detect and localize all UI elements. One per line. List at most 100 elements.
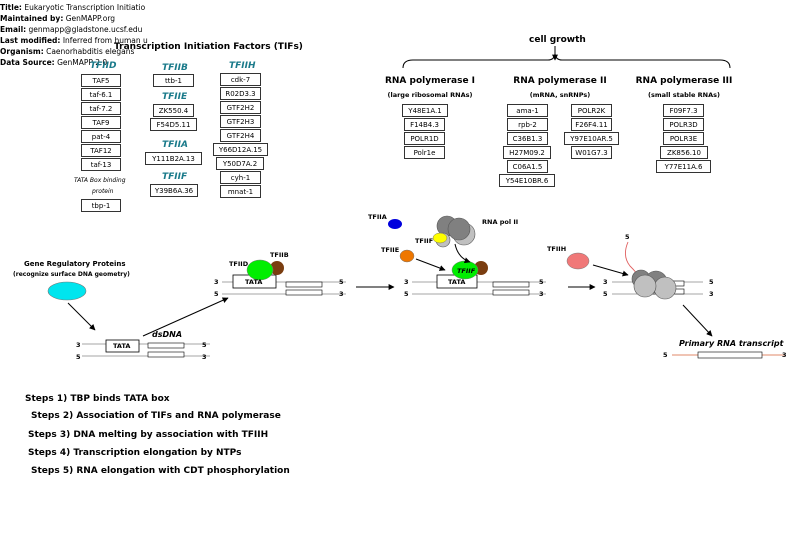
gene-box[interactable]: GTF2H4 [220,129,261,142]
gene-box-tbp[interactable]: tbp-1 [81,199,121,212]
step-4: Steps 4) Transcription elongation by NTP… [28,448,242,458]
grp-label-line2: (recognize surface DNA geometry) [13,271,130,278]
step-1: Steps 1) TBP binds TATA box [25,394,170,404]
step-3: Steps 3) DNA melting by association with… [28,430,269,440]
gene-box[interactable]: POLR3E [663,132,704,145]
gene-box[interactable]: Y77E11A.6 [656,160,711,173]
tfiih-blob [566,252,590,270]
gene-box[interactable]: Y111B2A.13 [145,152,202,165]
gene-box[interactable]: GTF2H2 [220,101,261,114]
group-tfiia: TFIIA [162,140,188,150]
gene-box[interactable]: C06A1.5 [507,160,548,173]
metadata-email: Email: genmapp@gladstone.ucsf.edu [0,25,143,34]
gene-box[interactable]: F26F4.11 [571,118,612,131]
gene-box[interactable]: taf-6.1 [81,88,121,101]
end-5: 5 [539,278,544,286]
gene-box[interactable]: F09F7.3 [663,104,704,117]
gene-box[interactable]: Y66D12A.15 [213,143,268,156]
tfiih-label: TFIIH [547,245,567,253]
end-3: 3 [603,278,608,286]
dsdna-strand [82,339,210,358]
gene-box[interactable]: TAF12 [81,144,121,157]
gene-box[interactable]: TAF9 [81,116,121,129]
tata-label: TATA [245,278,263,286]
step-5: Steps 5) RNA elongation with CDT phospho… [31,466,290,476]
gene-box[interactable]: C36B1.3 [507,132,548,145]
end-5: 5 [76,353,81,361]
gene-box[interactable]: Polr1e [404,146,445,159]
dna-strand-2 [222,259,346,296]
polii-label: RNA pol II [482,218,519,226]
gene-box[interactable]: rpb-2 [507,118,548,131]
group-tfiih: TFIIH [229,61,256,71]
gene-box[interactable]: cdk-7 [220,73,261,86]
gene-box[interactable]: taf-13 [81,158,121,171]
end-5: 5 [603,290,608,298]
dna-strand-3 [412,260,546,296]
pol1-subtitle: (large ribosomal RNAs) [387,91,473,99]
gene-box[interactable]: Y50D7A.2 [216,157,264,170]
gene-box[interactable]: ttb-1 [153,74,194,87]
end-3: 3 [76,341,81,349]
end-5: 5 [202,341,207,349]
tfiid-label: TFIID [229,260,249,268]
gene-box[interactable]: ZK856.10 [660,146,708,159]
gene-box[interactable]: W01G7.3 [571,146,612,159]
gene-box[interactable]: GTF2H3 [220,115,261,128]
pol1-title: RNA polymerase I [384,76,476,86]
gene-box[interactable]: ZK550.4 [153,104,194,117]
group-tfiie: TFIIE [162,92,188,102]
pol3-subtitle: (small stable RNAs) [648,91,720,99]
end-5: 5 [339,278,344,286]
dsdna-label: dsDNA [152,330,183,339]
metadata-maintained: Maintained by: GenMAPP.org [0,14,116,23]
gene-box[interactable]: F54D5.11 [150,118,197,131]
gene-box[interactable]: ama-1 [507,104,548,117]
gene-box[interactable]: H27M09.2 [503,146,551,159]
end-5: 5 [709,278,714,286]
end-3: 3 [214,278,219,286]
pol3-title: RNA polymerase III [635,76,733,86]
metadata-source: Data Source: GenMAPP 2.0 [0,58,108,67]
gene-box[interactable]: R02D3.3 [220,87,261,100]
group-tfiib: TFIIB [162,63,188,73]
group-tfiif: TFIIF [162,172,188,182]
transcript-label: Primary RNA transcript [679,339,784,348]
metadata-modified: Last modified: Inferred from human u [0,36,148,45]
group-tfiid: TFIID [90,61,117,71]
tfiia-label: TFIIA [368,213,387,221]
gene-box[interactable]: F14B4.3 [404,118,445,131]
rna-end-5: 5 [625,233,630,241]
gene-box[interactable]: pat-4 [81,130,121,143]
transcript-end-3: 3 [782,351,787,359]
cell-growth-brace [402,53,731,69]
gene-box[interactable]: Y39B6A.36 [150,184,198,197]
gene-box[interactable]: POLR1D [404,132,445,145]
tfiif-bound-label: TFIIF [457,267,476,275]
arrow-to-transcript [682,304,713,337]
gene-box[interactable]: TAF5 [81,74,121,87]
gene-box[interactable]: mnat-1 [220,185,261,198]
arrow-tfiie [415,258,446,271]
grp-ellipse [47,281,87,301]
arrow-polii [454,243,471,264]
cell-growth-label: cell growth [529,35,586,45]
metadata-organism: Organism: Caenorhabditis elegans [0,47,135,56]
tfiif-label: TFIIF [415,237,434,245]
pol-ii-cluster [432,215,476,248]
gene-box[interactable]: Y48E1A.1 [402,104,448,117]
gene-box[interactable]: cyh-1 [220,171,261,184]
tfiib-blob [270,261,284,275]
gene-box[interactable]: Y54E10BR.6 [499,174,555,187]
gene-box[interactable]: taf-7.2 [81,102,121,115]
tfiia-blob [388,219,402,229]
grp-label-line1: Gene Regulatory Proteins [24,260,126,268]
pol2-title: RNA polymerase II [513,76,607,86]
gene-box[interactable]: POLR3D [663,118,704,131]
tfiif-yellow-blob [432,232,448,244]
tif-title: Transcription Initiation Factors (TIFs) [114,42,303,52]
arrow-dsdna-to-tfiid [142,297,229,337]
gene-box[interactable]: Y97E10AR.5 [564,132,619,145]
tata-note-line1: TATA Box binding [74,177,126,184]
gene-box[interactable]: POLR2K [571,104,612,117]
